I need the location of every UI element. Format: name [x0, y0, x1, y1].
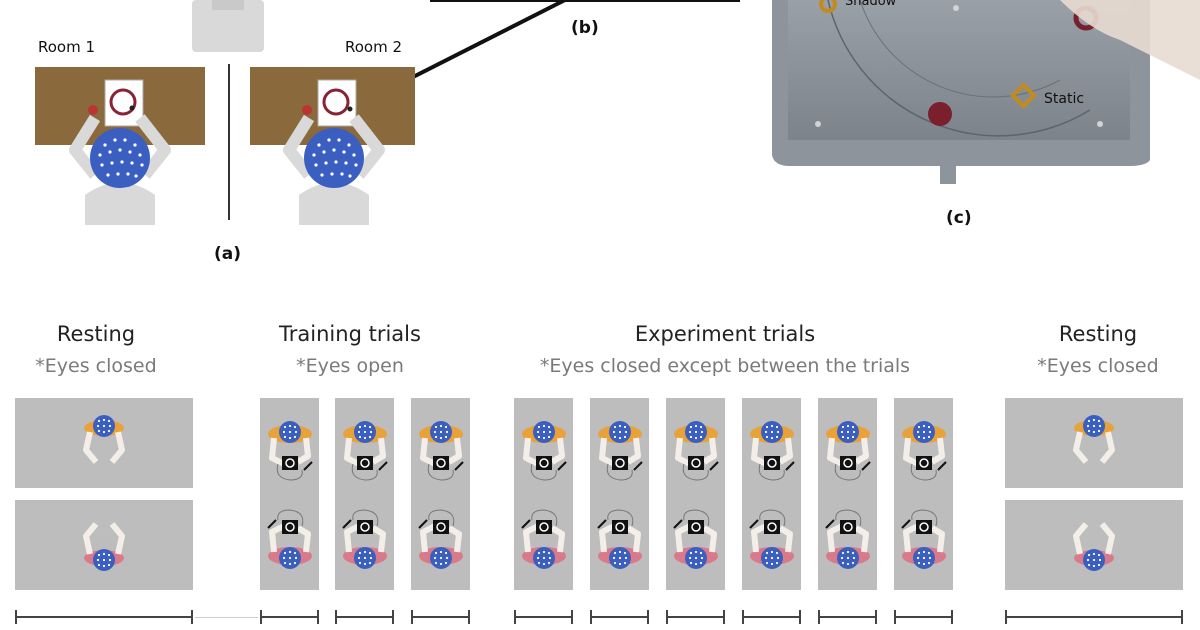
room-2-label: Room 2 — [345, 38, 403, 56]
monitor-top — [212, 0, 244, 10]
duration-marker-experiment — [742, 610, 801, 624]
phase-1-title: Resting — [56, 322, 136, 346]
duration-marker-experiment — [666, 610, 725, 624]
phase-4-title: Resting — [1058, 322, 1138, 346]
phase-3-title: Experiment trials — [634, 322, 816, 346]
resting-tile-bottom — [15, 500, 193, 590]
panel-label-c: (c) — [946, 208, 972, 228]
resting-tile-top — [15, 398, 193, 488]
room-divider — [228, 64, 230, 220]
tablet-illustration — [772, 0, 1200, 184]
phase-1-subtitle: *Eyes closed — [35, 355, 157, 377]
duration-marker-experiment — [514, 610, 573, 624]
shadow-marker-label: Shadow — [845, 0, 897, 9]
panel-label-b: (b) — [571, 18, 599, 38]
timeline-connector — [195, 617, 258, 618]
room-1-participant — [69, 79, 171, 225]
duration-marker-training — [335, 610, 394, 624]
duration-marker-experiment — [894, 610, 953, 624]
room-scene — [35, 0, 740, 225]
room-2-participant — [283, 79, 385, 225]
duration-marker-resting — [15, 610, 193, 624]
panel-label-a: (a) — [214, 244, 242, 264]
phase-2-title: Training trials — [279, 322, 421, 346]
duration-marker-training — [260, 610, 319, 624]
duration-marker-resting-end — [1005, 610, 1183, 624]
resting-tile-top-end — [1005, 398, 1183, 488]
duration-marker-training — [411, 610, 470, 624]
duration-marker-experiment — [590, 610, 649, 624]
duration-marker-experiment — [818, 610, 877, 624]
phase-2-subtitle: *Eyes open — [296, 355, 404, 377]
static-marker-label: Static — [1044, 91, 1085, 107]
phase-4-subtitle: *Eyes closed — [1037, 355, 1159, 377]
resting-tile-bottom-end — [1005, 500, 1183, 590]
phase-3-subtitle: *Eyes closed except between the trials — [539, 355, 911, 377]
room-1-label: Room 1 — [38, 38, 96, 56]
